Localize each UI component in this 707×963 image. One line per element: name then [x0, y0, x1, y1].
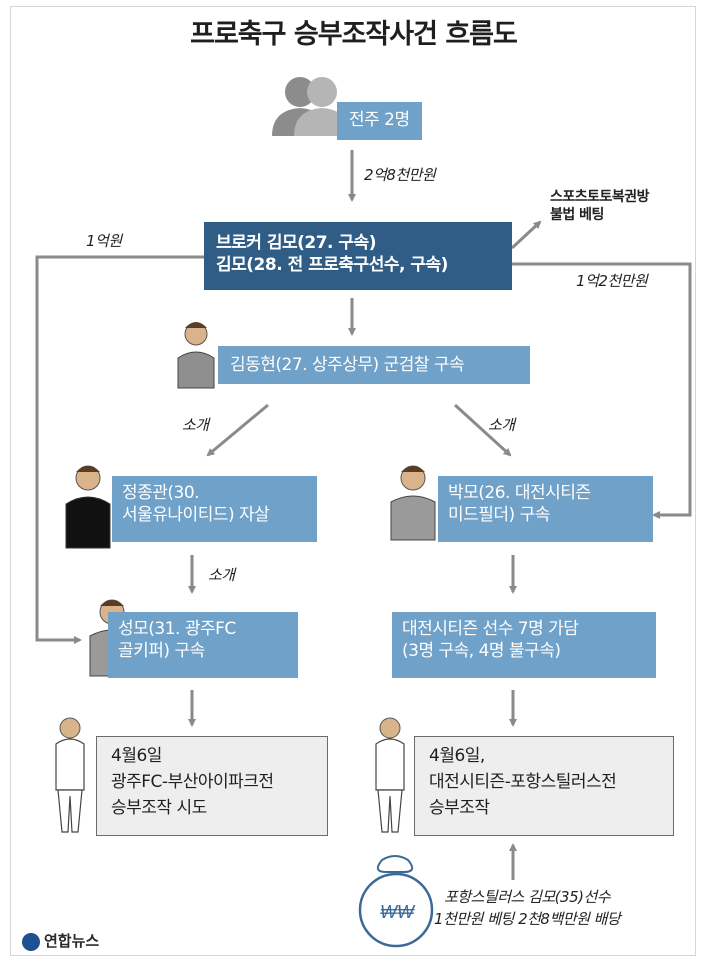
intro-left-label: 소개: [182, 416, 209, 434]
arrow-kim-to-jung: [206, 403, 269, 457]
financiers-box: 전주 2명: [337, 102, 422, 140]
kim-donghyun-box: 김동현(27. 상주상무) 군검찰 구속: [218, 346, 530, 384]
daejeon-players-box: 대전시티즌 선수 7명 가담 (3명 구속, 4명 불구속): [392, 612, 656, 678]
person-grey-shirt-icon: [177, 322, 215, 389]
page-title: 프로축구 승부조작사건 흐름도: [190, 19, 518, 50]
soccer-player-icon: [55, 717, 85, 833]
arrow-brokers-to-toto: [510, 220, 542, 250]
intro-down-label: 소개: [208, 566, 235, 584]
arrow-kim-to-park: [453, 403, 512, 457]
intro-right-label: 소개: [488, 416, 515, 434]
brokers-box: 브로커 김모(27. 구속) 김모(28. 전 프로축구선수, 구속): [204, 222, 512, 290]
two-person-icon: [272, 77, 350, 136]
person-grey-shirt-icon: [390, 465, 436, 541]
money-120m-label: 1억2천만원: [576, 272, 648, 290]
yonhap-logo-icon: [22, 932, 40, 951]
pohang-kim-label: 포항스틸러스 김모(35)선수 1천만원 베팅 2천8백만원 배당: [434, 888, 621, 928]
money-100m-label: 1억원: [86, 232, 122, 250]
infographic-frame: [10, 6, 696, 956]
arrow-brokers-to-seong: [35, 255, 205, 644]
money-280m-label: 2억8천만원: [364, 166, 436, 184]
arrow-brokers-to-park: [510, 262, 692, 519]
person-black-shirt-icon: [65, 465, 111, 549]
jung-jonggwan-box: 정종관(30. 서울유나이티드) 자살: [112, 476, 317, 542]
seong-box: 성모(31. 광주FC 골키퍼) 구속: [108, 612, 298, 678]
soccer-player-icon: [375, 717, 405, 833]
gwangju-match-box: 4월6일 광주FC-부산아이파크전 승부조작 시도: [96, 736, 328, 836]
daejeon-match-box: 4월6일, 대전시티즌-포항스틸러스전 승부조작: [414, 736, 674, 836]
svg-text:₩₩: ₩₩: [380, 902, 416, 922]
sports-toto-label: 스포츠토토복권방 불법 베팅: [550, 189, 650, 223]
money-bag-icon: ₩₩: [358, 855, 434, 948]
yonhap-logo: 연합뉴스: [22, 930, 99, 951]
park-box: 박모(26. 대전시티즌 미드필더) 구속: [438, 476, 653, 542]
